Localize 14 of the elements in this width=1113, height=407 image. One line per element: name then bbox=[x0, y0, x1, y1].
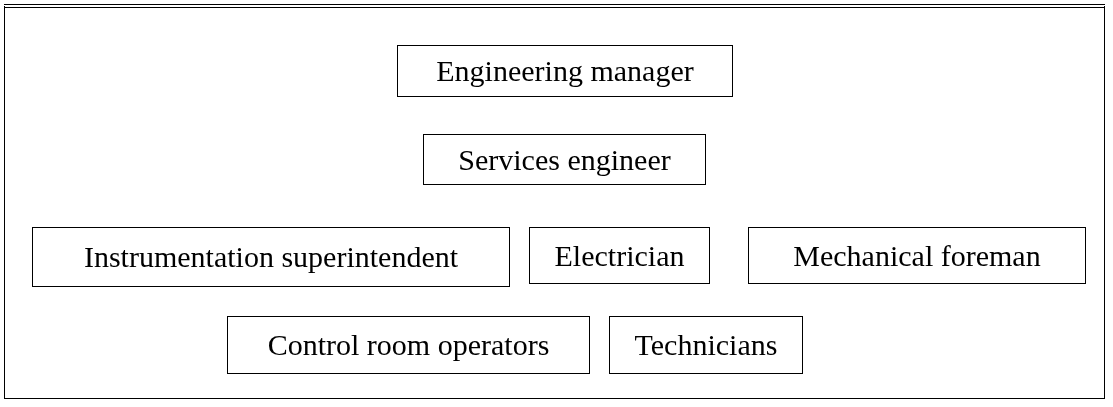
role-box bbox=[609, 316, 803, 374]
role-box bbox=[397, 45, 733, 97]
role-title: Engineering manager bbox=[436, 54, 694, 88]
role-title: Technicians bbox=[634, 328, 778, 362]
role-title: Instrumentation superintendent bbox=[83, 240, 459, 274]
role-title: Services engineer bbox=[458, 142, 671, 177]
role-box bbox=[423, 134, 706, 185]
role-box bbox=[529, 227, 710, 284]
role-box bbox=[227, 316, 590, 374]
role-title: Mechanical foreman bbox=[793, 238, 1041, 273]
role-box bbox=[748, 227, 1086, 284]
role-title: Control room operators bbox=[267, 328, 550, 362]
role-title: Electrician bbox=[554, 238, 685, 273]
role-box bbox=[32, 227, 510, 287]
